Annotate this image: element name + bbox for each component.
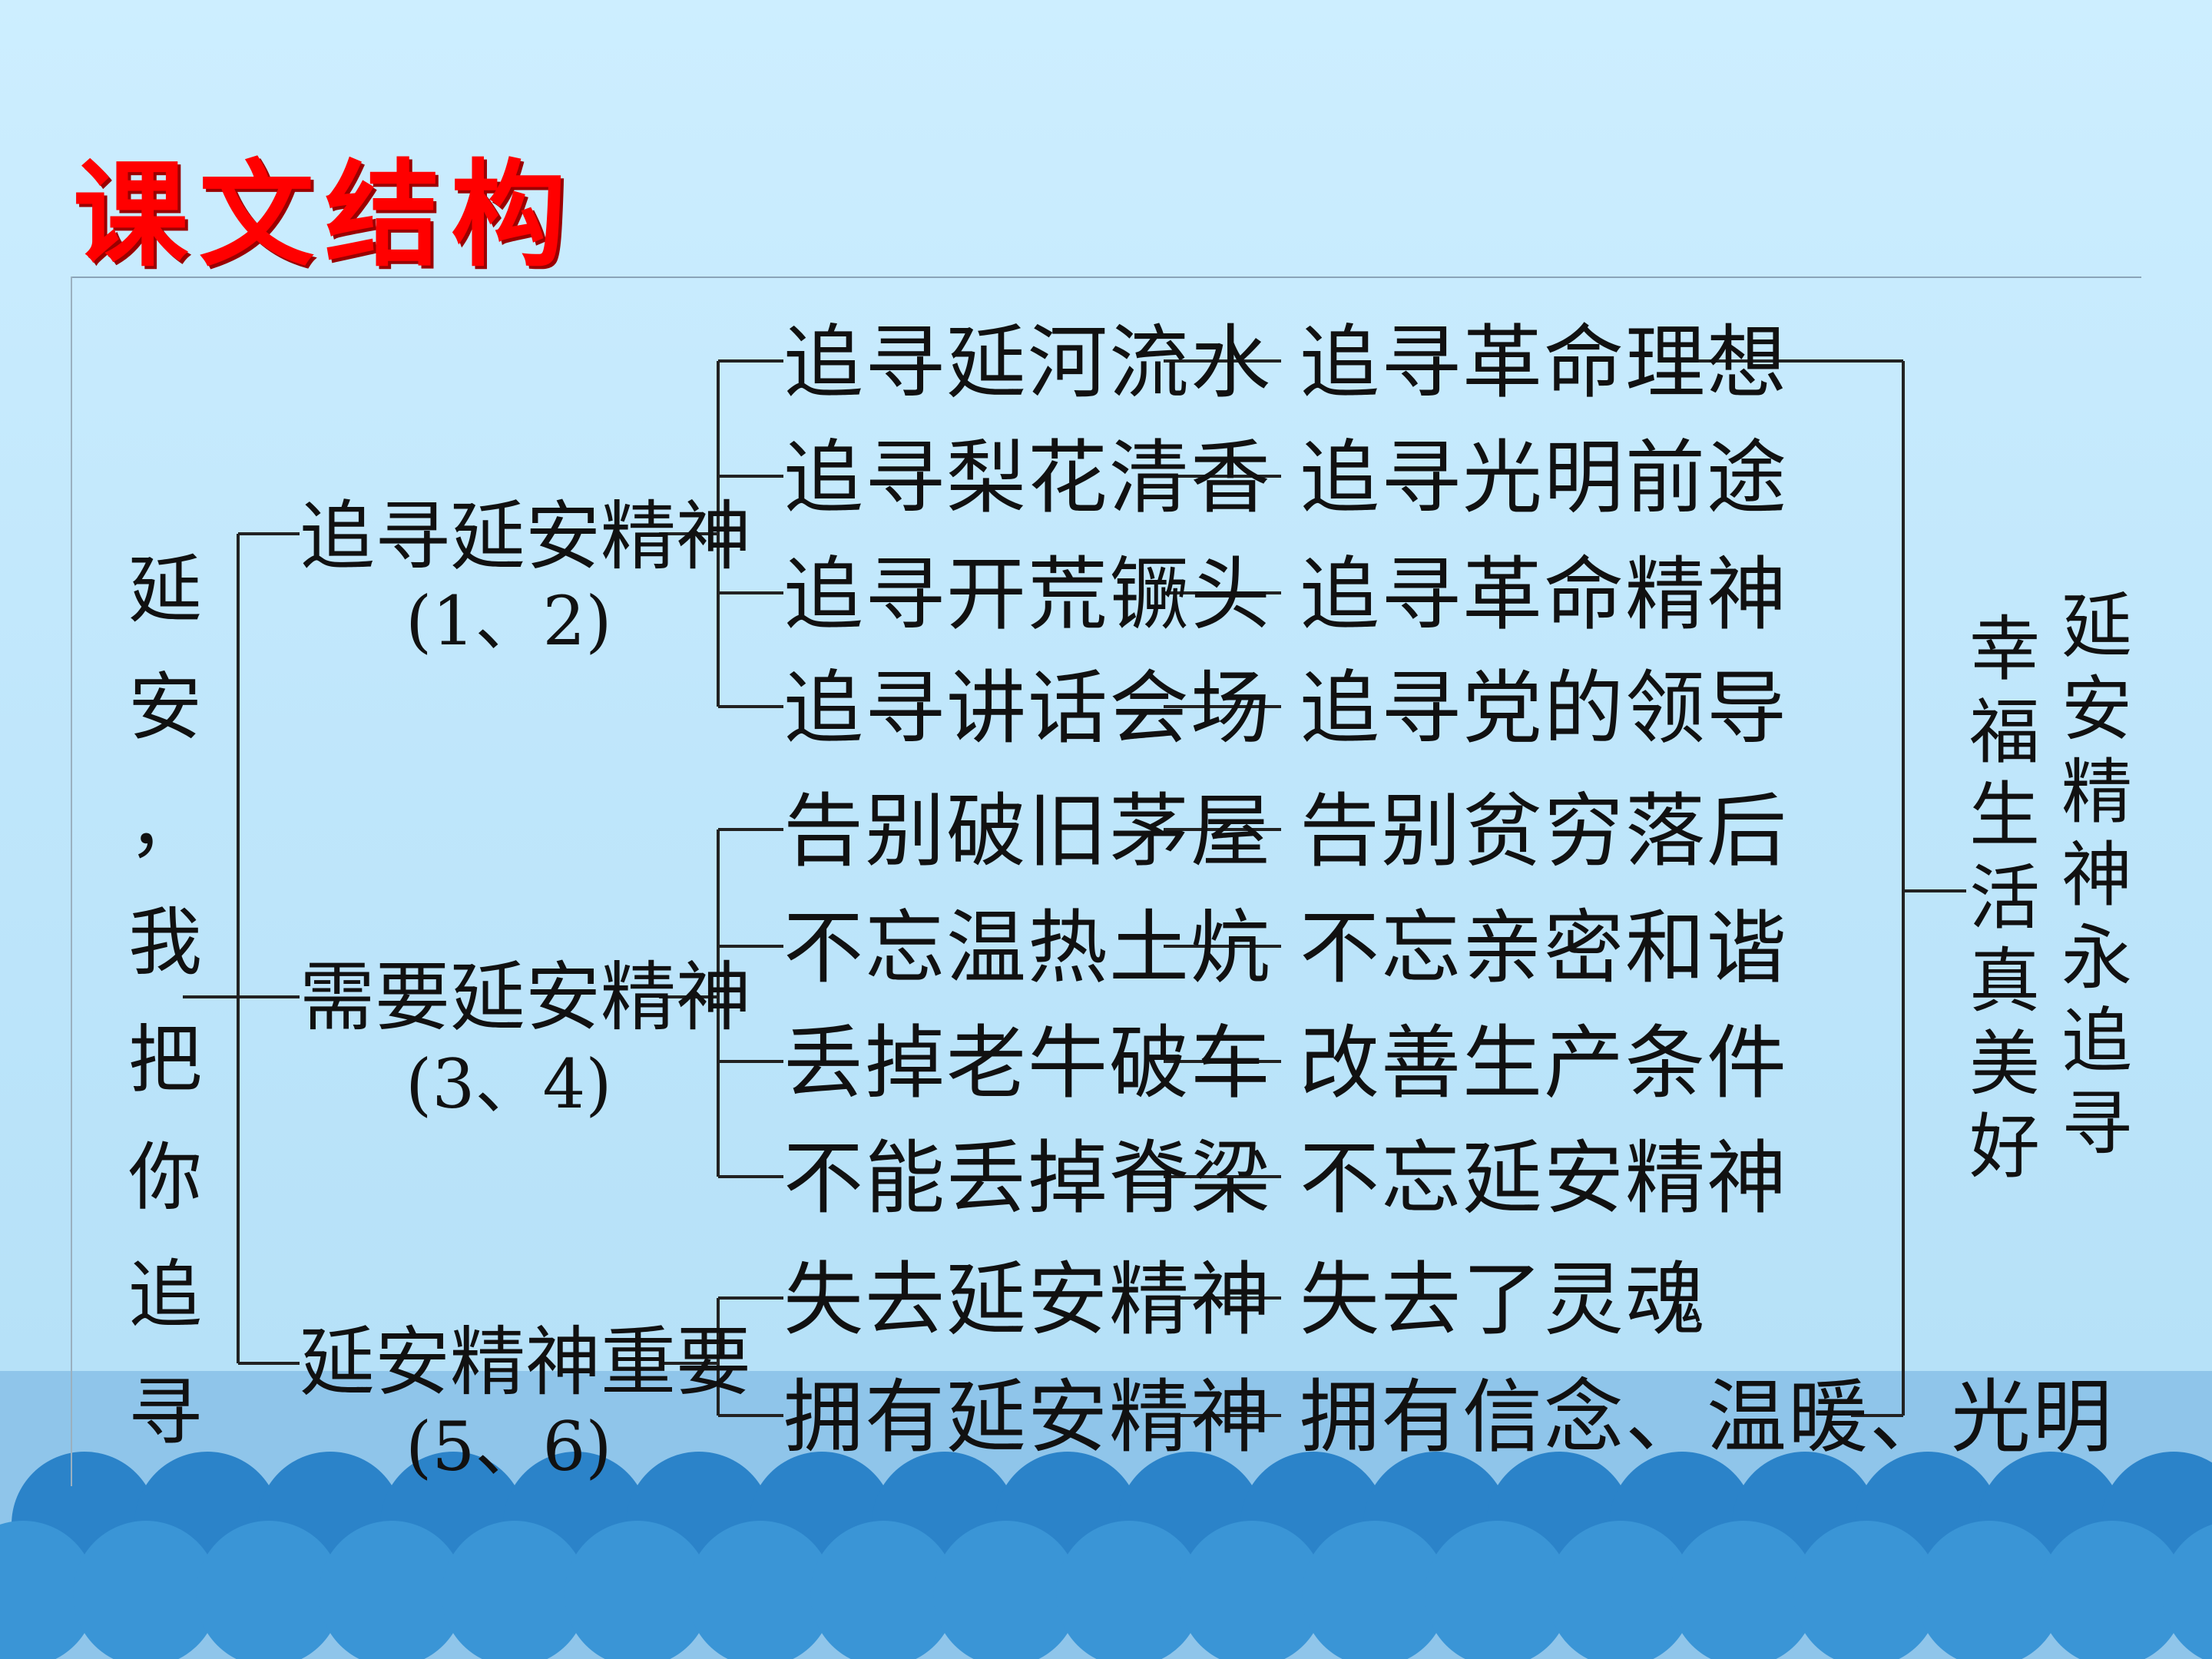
wave-decoration	[0, 1452, 2212, 1659]
section-label-2: 需要延安精神	[300, 954, 752, 1041]
wave-bubble	[565, 1521, 710, 1659]
row-left: 不忘温热土炕	[783, 901, 1273, 995]
wave-bubble	[1179, 1521, 1325, 1659]
row-right: 追寻党的领导	[1300, 661, 1789, 755]
conclusion-char: 福	[1969, 691, 2040, 773]
wave-bubble	[196, 1521, 342, 1659]
row-left: 告别破旧茅屋	[783, 784, 1273, 878]
section-label-3: 延安精神重要	[300, 1319, 752, 1406]
conclusion-char: 永	[2061, 917, 2132, 999]
row-right: 失去了灵魂	[1300, 1253, 1707, 1346]
wave-bubble	[1056, 1521, 1202, 1659]
row-left: 追寻开荒镢头	[783, 548, 1273, 641]
row-left: 追寻延河流水	[783, 316, 1273, 409]
wave-bubble	[687, 1521, 833, 1659]
conclusion-column-2: 延 安 精 神 永 追 寻	[2058, 591, 2135, 1172]
row-right: 不忘亲密和谐	[1300, 901, 1789, 995]
root-char: ，	[128, 782, 202, 868]
row-left: 追寻讲话会场	[783, 661, 1273, 755]
row-left: 追寻梨花清香	[783, 431, 1273, 525]
row-right: 改善生产条件	[1300, 1016, 1789, 1110]
wave-bubble	[1302, 1521, 1448, 1659]
conclusion-char: 美	[1969, 1023, 2040, 1105]
section-label-1: 追寻延安精神	[300, 493, 752, 581]
wave-bubble	[442, 1521, 588, 1659]
row-left: 不能丢掉脊梁	[783, 1131, 1273, 1225]
wave-bubble	[1793, 1521, 1939, 1659]
conclusion-char: 追	[2061, 1000, 2132, 1082]
conclusion-char: 延	[2061, 585, 2132, 667]
row-right: 拥有信念、温暖、光明	[1300, 1370, 2114, 1464]
wave-bubble	[810, 1521, 956, 1659]
slide-title: 课文结构	[73, 147, 578, 283]
conclusion-char: 精	[2061, 751, 2132, 833]
wave-bubble	[1425, 1521, 1571, 1659]
conclusion-char: 生	[1969, 774, 2040, 856]
row-right: 告别贫穷落后	[1300, 784, 1789, 878]
conclusion-char: 神	[2061, 834, 2132, 916]
wave-bubble	[1671, 1521, 1816, 1659]
wave-bubble	[0, 1521, 96, 1659]
conclusion-char: 真	[1969, 940, 2040, 1022]
title-underline	[71, 276, 2141, 278]
wave-bubble	[73, 1521, 219, 1659]
section-paragraphs-1: (1、2)	[406, 581, 612, 661]
wave-bubble	[1548, 1521, 1694, 1659]
row-right: 追寻革命理想	[1300, 316, 1789, 409]
wave-bubble	[1916, 1521, 2062, 1659]
wave-bubble	[2039, 1521, 2185, 1659]
root-char: 寻	[128, 1369, 202, 1455]
section-paragraphs-2: (3、4)	[406, 1045, 612, 1124]
conclusion-char: 安	[2061, 668, 2132, 750]
content-frame-left	[71, 276, 72, 1486]
section-paragraphs-3: (5、6)	[406, 1407, 612, 1486]
root-label: 延 安 ， 我 把 你 追 寻	[123, 553, 207, 1493]
row-right: 不忘延安精神	[1300, 1131, 1789, 1225]
wave-bubble	[2162, 1524, 2212, 1659]
root-char: 我	[128, 899, 202, 985]
row-right: 追寻革命精神	[1300, 548, 1789, 641]
root-char: 延	[128, 547, 202, 633]
conclusion-column-1: 幸 福 生 活 真 美 好	[1966, 614, 2043, 1195]
root-char: 安	[128, 664, 202, 750]
row-left: 丢掉老牛破车	[783, 1016, 1273, 1110]
root-char: 你	[128, 1134, 202, 1220]
conclusion-char: 幸	[1969, 608, 2040, 690]
wave-bubble	[933, 1521, 1079, 1659]
wave-bubble	[319, 1521, 465, 1659]
root-char: 把	[128, 1017, 202, 1103]
root-char: 追	[128, 1252, 202, 1338]
conclusion-char: 寻	[2061, 1083, 2132, 1165]
conclusion-char: 活	[1969, 857, 2040, 939]
row-left: 拥有延安精神	[783, 1370, 1273, 1464]
row-right: 追寻光明前途	[1300, 431, 1789, 525]
row-left: 失去延安精神	[783, 1253, 1273, 1346]
conclusion-char: 好	[1969, 1106, 2040, 1188]
